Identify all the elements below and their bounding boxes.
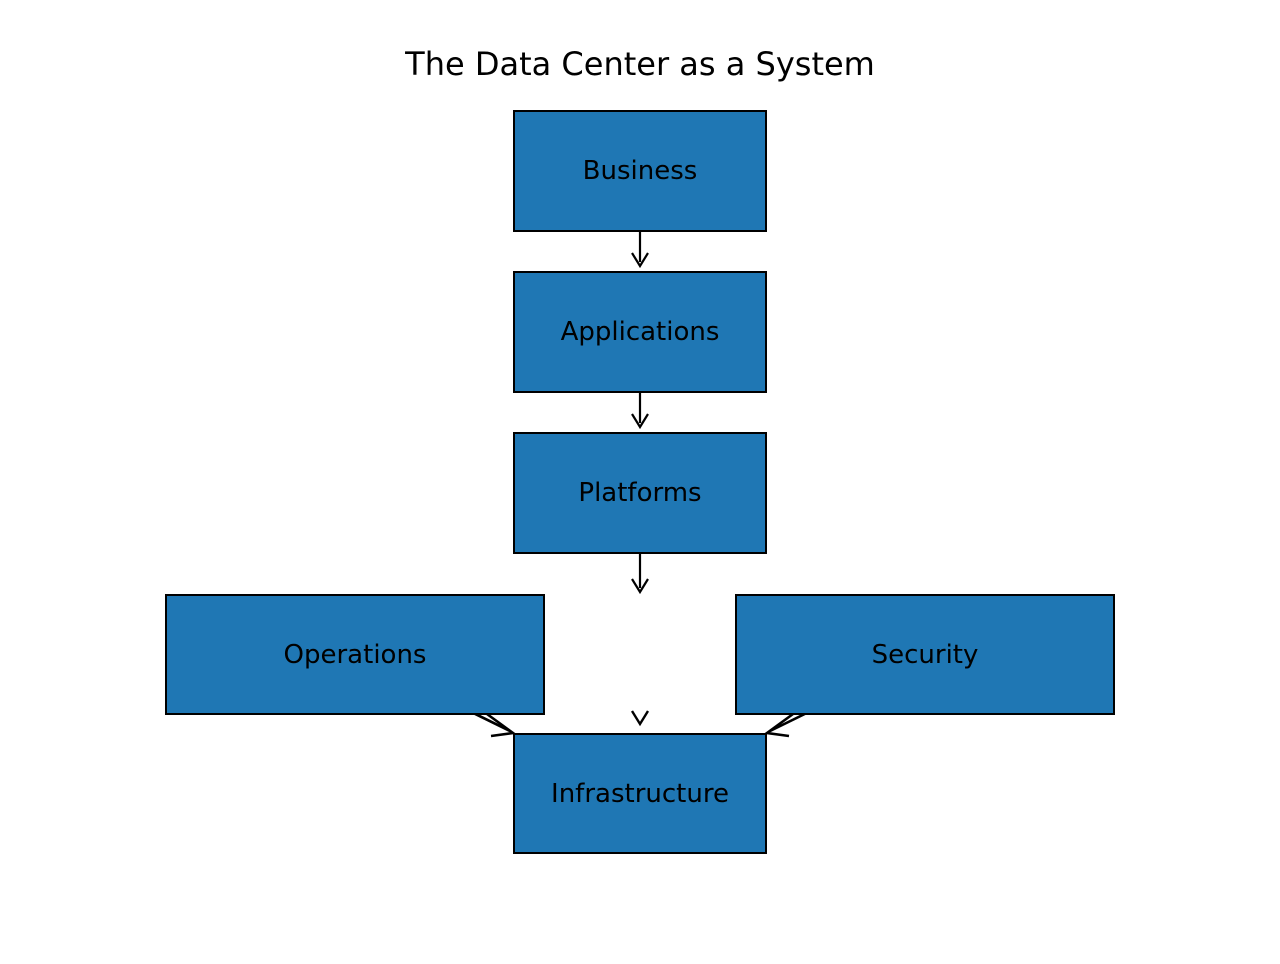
node-platforms[interactable]: Platforms (513, 432, 767, 554)
edge-applications-to-platforms (631, 393, 649, 430)
node-label-operations: Operations (283, 639, 427, 670)
page-title: The Data Center as a System (405, 45, 875, 83)
edge-business-to-applications (631, 232, 649, 269)
node-infrastructure[interactable]: Infrastructure (513, 733, 767, 854)
node-business[interactable]: Business (513, 110, 767, 232)
node-label-business: Business (582, 156, 698, 186)
node-label-applications: Applications (560, 317, 720, 347)
node-label-security: Security (871, 639, 979, 670)
node-applications[interactable]: Applications (513, 271, 767, 393)
edge-platforms-to-infrastructure (630, 554, 650, 727)
node-label-platforms: Platforms (578, 478, 702, 508)
node-label-infrastructure: Infrastructure (551, 778, 729, 809)
node-security[interactable]: Security (735, 594, 1115, 715)
node-operations[interactable]: Operations (165, 594, 545, 715)
